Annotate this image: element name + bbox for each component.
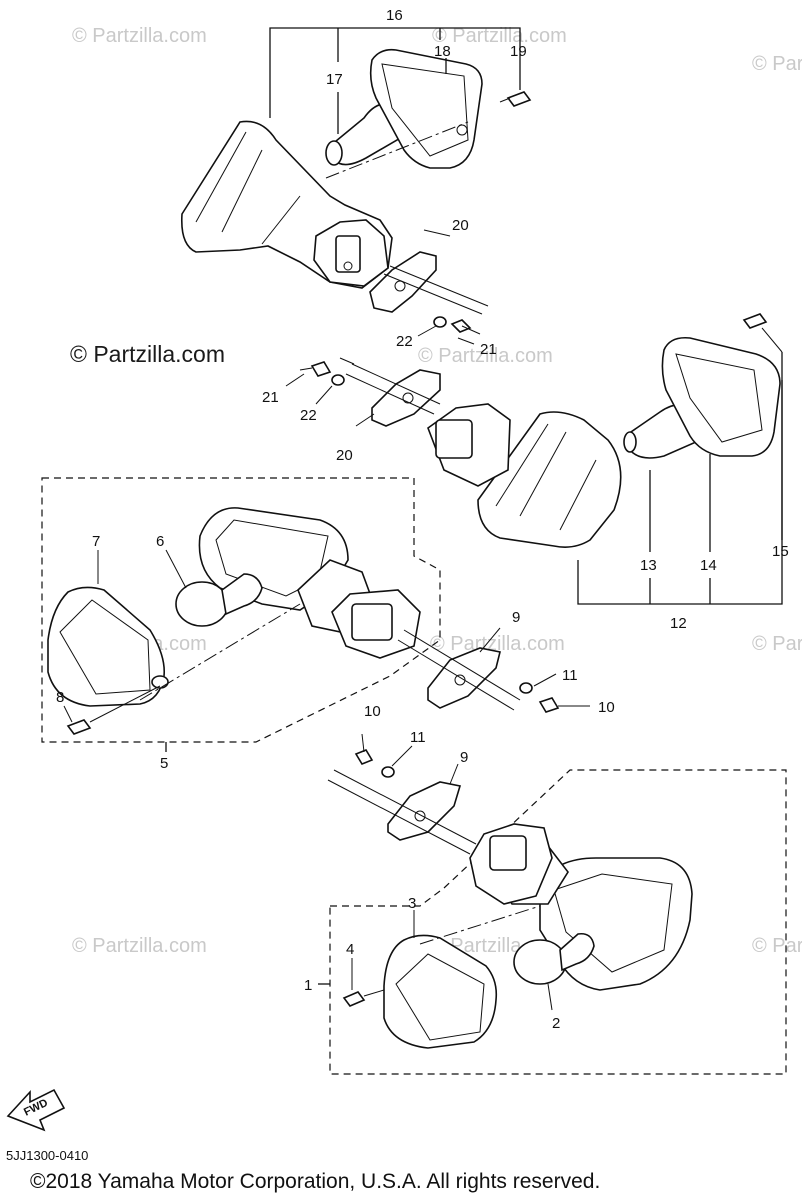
- watermark: © Partzilla.com: [430, 633, 565, 655]
- forward-direction-arrow: FWD: [6, 1088, 66, 1132]
- turn-signal-assembly-rear-right: [285, 313, 783, 605]
- callout-11: 11: [410, 729, 426, 746]
- callout-13: 13: [640, 557, 657, 574]
- callout-10: 10: [364, 703, 381, 720]
- turn-signal-assembly-rear-left: [180, 27, 532, 345]
- callout-3: 3: [408, 895, 416, 912]
- watermark: © Partzilla.com: [418, 345, 553, 367]
- callout-7: 7: [92, 533, 100, 550]
- callout-19: 19: [510, 43, 527, 60]
- callout-8: 8: [56, 689, 64, 706]
- watermark-strong: © Partzilla.com: [70, 341, 225, 367]
- callout-20: 20: [336, 447, 353, 464]
- callout-21: 21: [480, 341, 497, 358]
- callout-4: 4: [346, 941, 354, 958]
- callout-17: 17: [326, 71, 343, 88]
- callout-10: 10: [598, 699, 615, 716]
- callout-1: 1: [304, 977, 312, 994]
- callout-6: 6: [156, 533, 164, 550]
- watermark: © Partzilla.com: [72, 935, 207, 957]
- callout-5: 5: [160, 755, 168, 772]
- diagram-code: 5JJ1300-0410: [6, 1148, 88, 1163]
- callout-12: 12: [670, 615, 687, 632]
- watermark: © Partzilla.com: [752, 935, 802, 957]
- callout-22: 22: [300, 407, 317, 424]
- callout-15: 15: [772, 543, 789, 560]
- callout-labels: 16 17 18 19 20 22 21 21 22 20 7 6 13 14 …: [56, 7, 789, 1032]
- turn-signal-assembly-front-right: [318, 733, 787, 1075]
- callout-11: 11: [562, 667, 578, 684]
- callout-20: 20: [452, 217, 469, 234]
- callout-14: 14: [700, 557, 717, 574]
- callout-16: 16: [386, 7, 403, 24]
- watermark: © Partzilla.com: [752, 633, 802, 655]
- callout-9: 9: [460, 749, 468, 766]
- callout-9: 9: [512, 609, 520, 626]
- callout-22: 22: [396, 333, 413, 350]
- turn-signal-assembly-front-left: [41, 477, 590, 752]
- copyright-notice: ©2018 Yamaha Motor Corporation, U.S.A. A…: [30, 1170, 600, 1193]
- callout-18: 18: [434, 43, 451, 60]
- watermark: © Partzilla.com: [72, 25, 207, 47]
- callout-21: 21: [262, 389, 279, 406]
- watermark: © Partzilla.com: [432, 25, 567, 47]
- callout-2: 2: [552, 1015, 560, 1032]
- watermark: © Partzilla.com: [752, 53, 802, 75]
